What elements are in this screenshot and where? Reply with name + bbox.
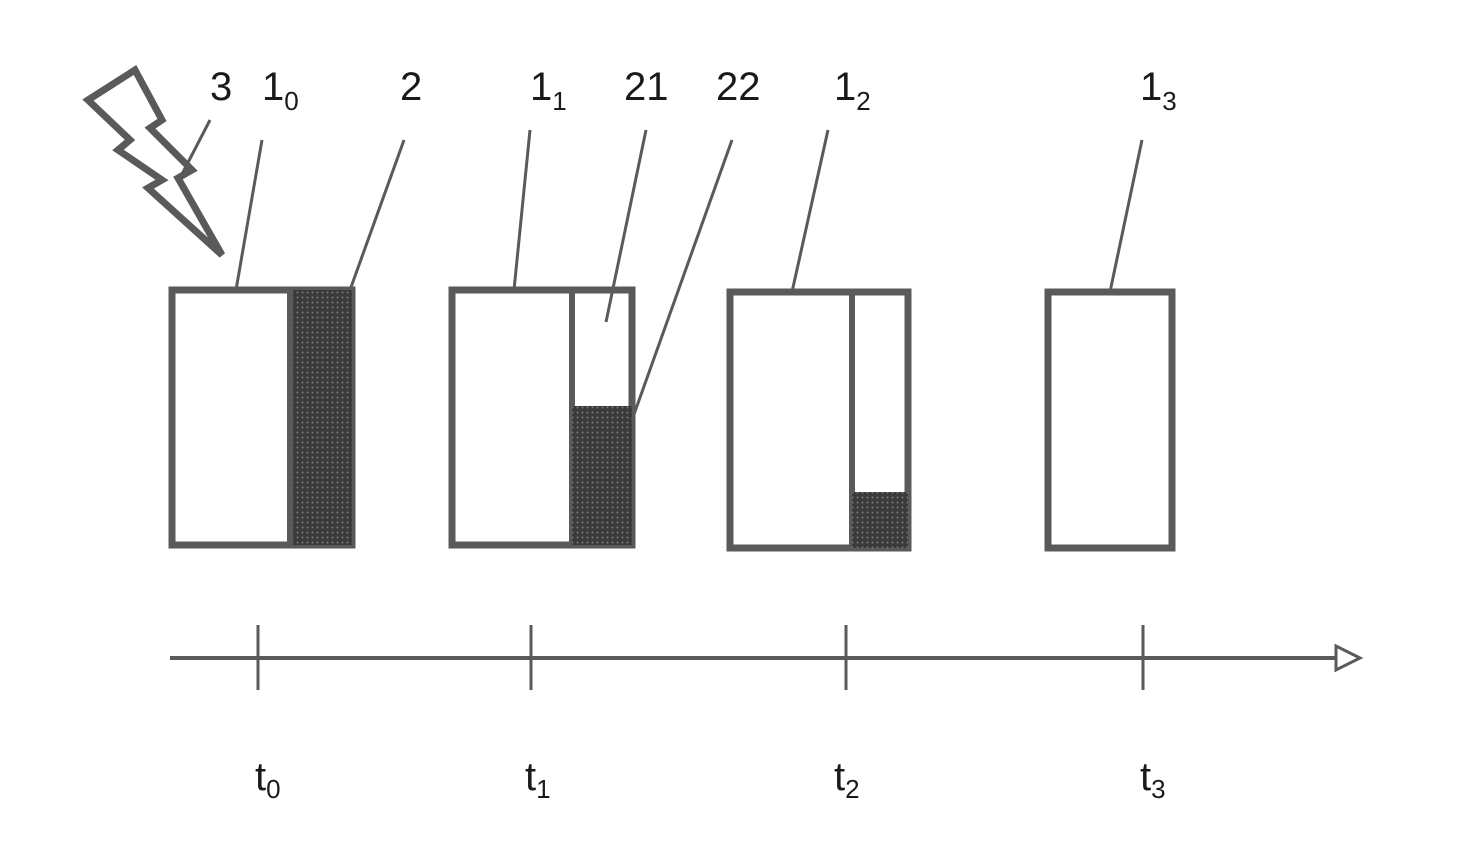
lightning-bolt-icon: [88, 70, 222, 255]
container-t3: [1048, 292, 1172, 548]
container-t1-substance: [572, 406, 632, 545]
leader-line-1-3: [1110, 140, 1142, 292]
time-axis-arrowhead-icon: [1336, 646, 1360, 670]
container-t1: [452, 290, 632, 545]
container-t2: [730, 292, 908, 548]
leader-line-2: [350, 140, 404, 290]
label-21: 21: [624, 65, 669, 109]
leader-line-1-2: [792, 130, 828, 292]
leader-line-1-1: [514, 130, 530, 290]
label-22: 22: [716, 65, 761, 109]
container-t2-substance: [852, 492, 908, 548]
container-t0-substance: [290, 290, 352, 545]
label-1-0: 10: [262, 65, 299, 116]
label-3: 3: [210, 65, 232, 109]
label-2: 2: [400, 65, 422, 109]
label-1-1: 11: [530, 65, 567, 116]
leader-line-1-0: [236, 140, 262, 290]
container-t3-outline: [1048, 292, 1172, 548]
container-t0: [172, 290, 352, 545]
tick-label-t2: t2: [834, 755, 860, 804]
tick-label-t1: t1: [525, 755, 551, 804]
label-1-2: 12: [834, 65, 871, 116]
tick-label-t0: t0: [255, 755, 281, 804]
leader-line-22: [632, 140, 732, 420]
label-1-3: 13: [1140, 65, 1177, 116]
tick-label-t3: t3: [1140, 755, 1166, 804]
